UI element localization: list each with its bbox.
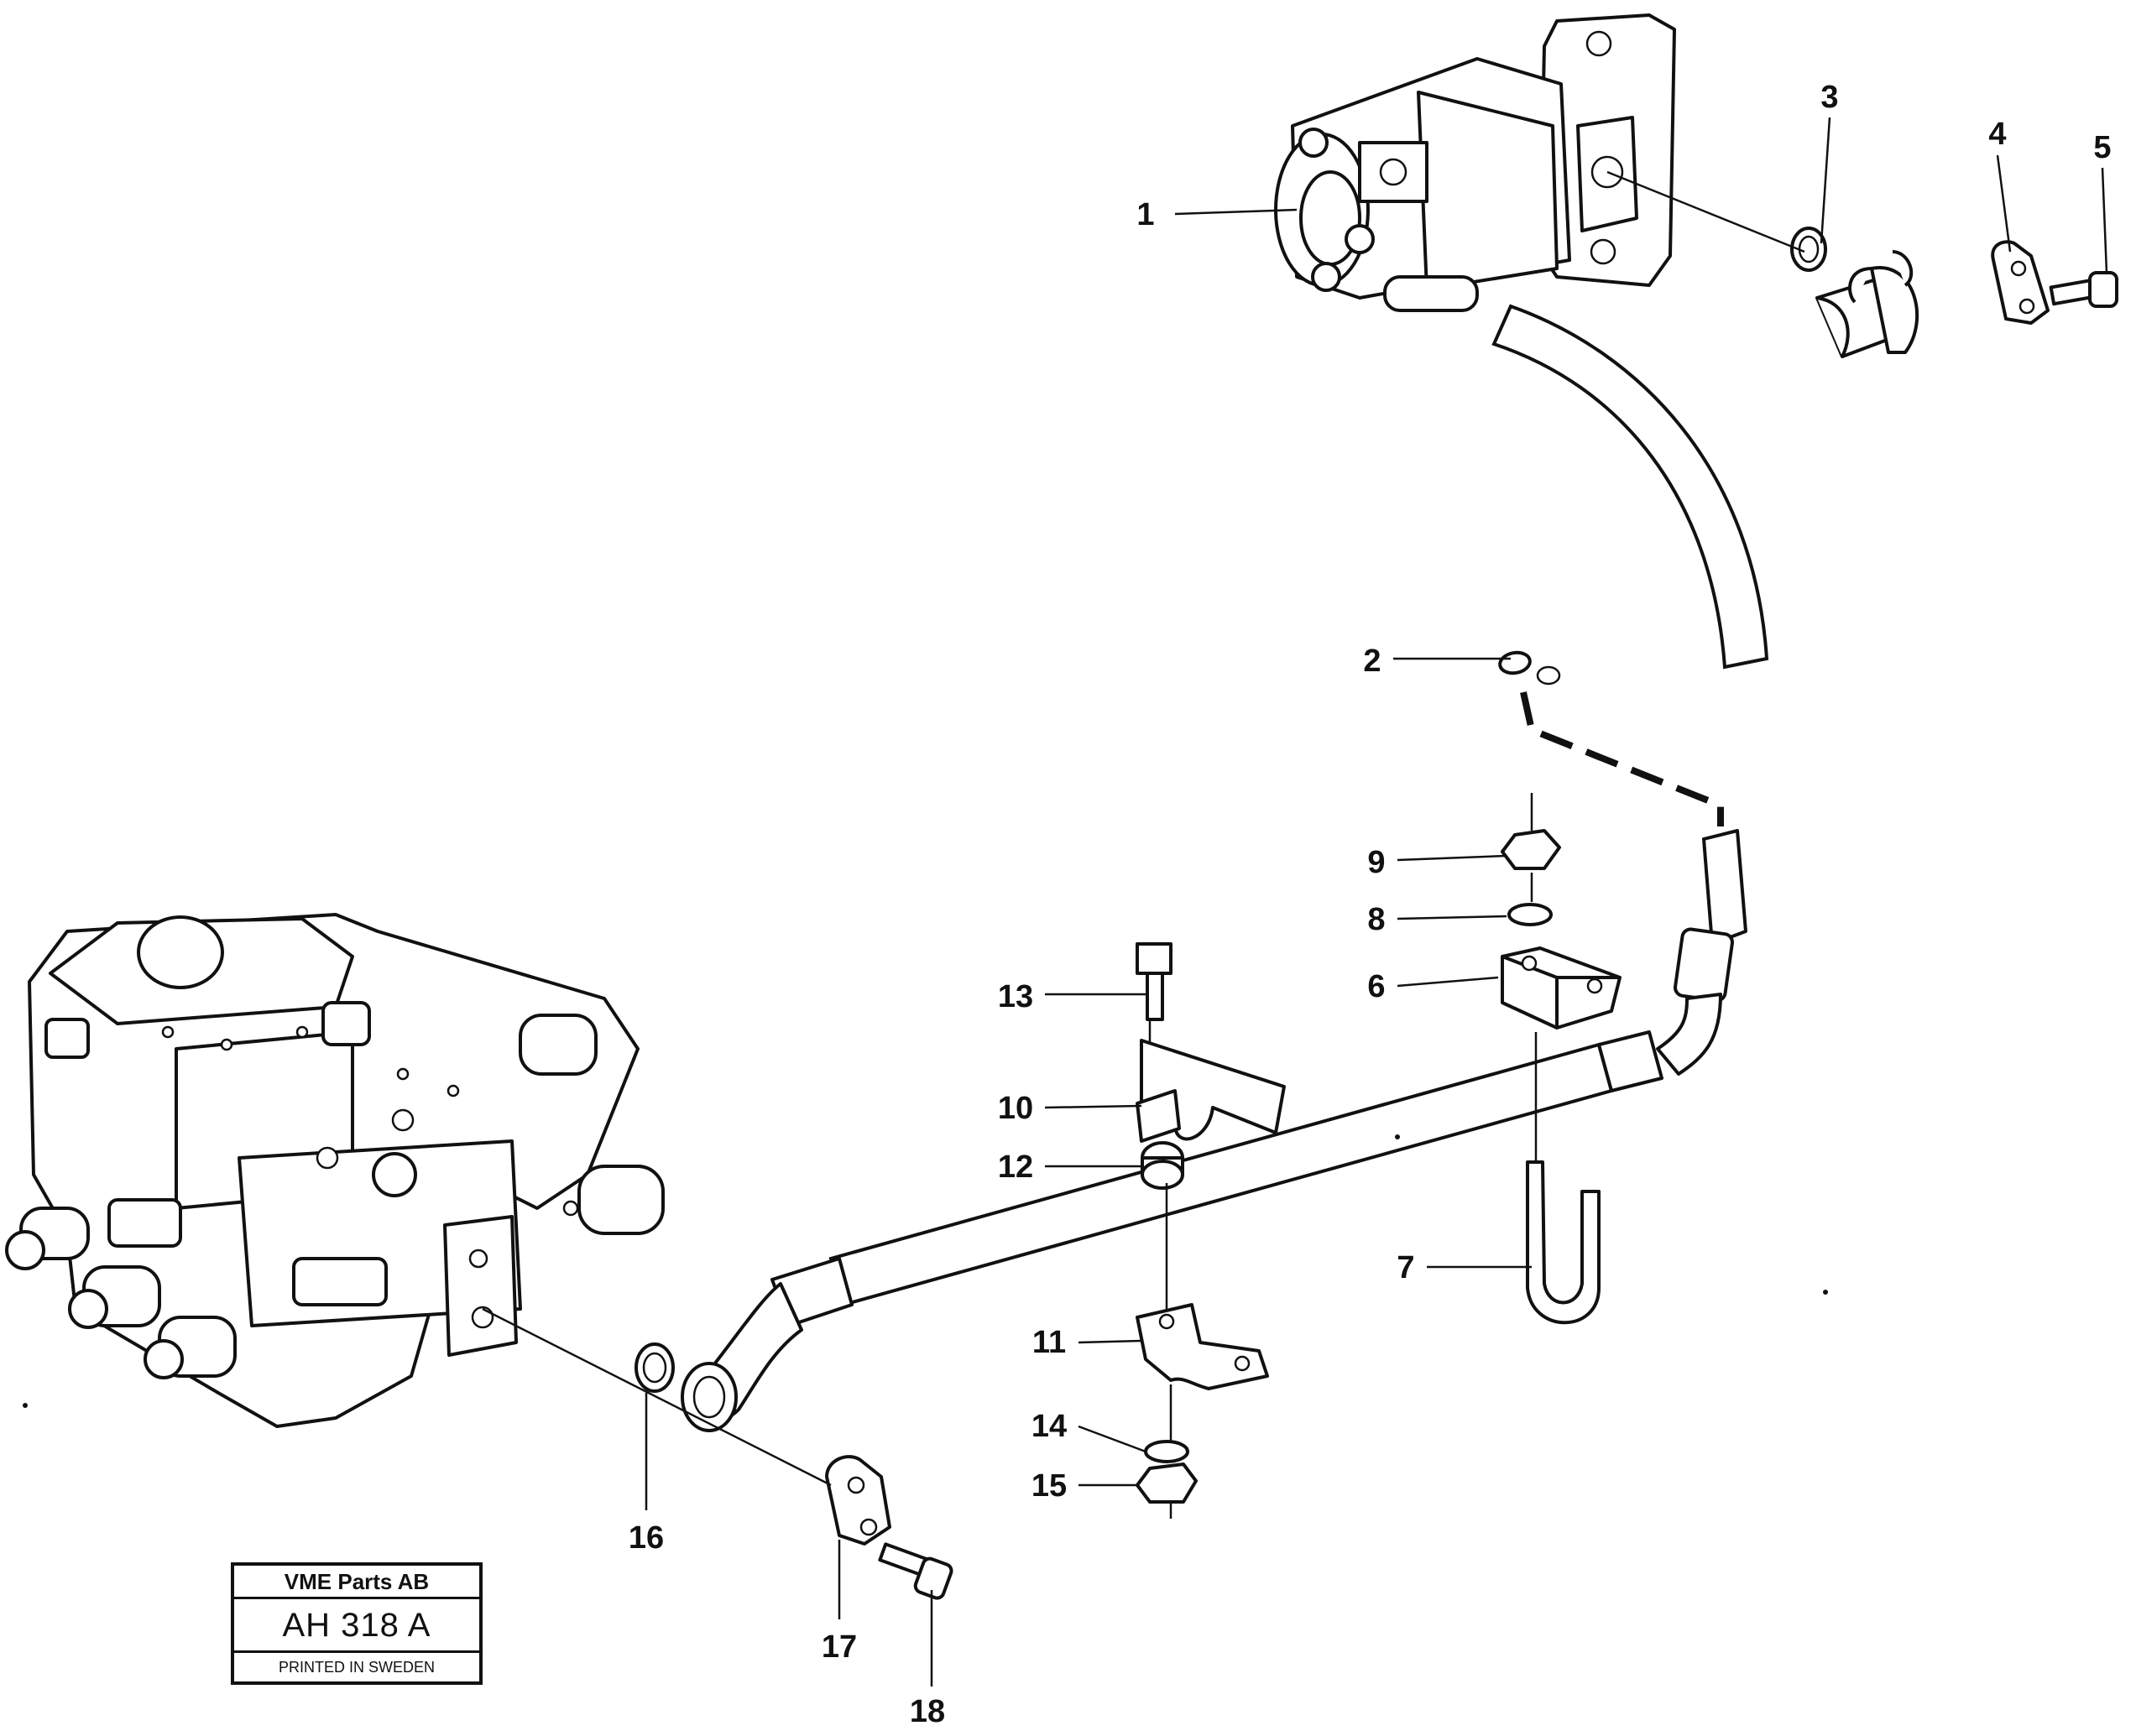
callout-11: 11 <box>1032 1325 1066 1360</box>
callout-1: 1 <box>1136 197 1154 232</box>
company-name: VME Parts AB <box>234 1566 479 1599</box>
washer-lower <box>1144 1440 1189 1463</box>
callout-labels: 1 2 3 4 5 6 7 8 9 10 11 12 13 14 15 16 1… <box>629 80 2112 1729</box>
callout-9: 9 <box>1367 845 1385 880</box>
callout-14: 14 <box>1031 1409 1067 1444</box>
nut-lower <box>1136 1462 1198 1504</box>
callout-17: 17 <box>822 1629 857 1665</box>
nut-upper <box>1501 829 1561 870</box>
lower-pressure-hose <box>681 829 1747 1432</box>
clamp-upper <box>1136 1039 1286 1143</box>
callout-10: 10 <box>998 1091 1033 1126</box>
callout-12: 12 <box>998 1150 1033 1185</box>
upper-pressure-hose <box>1491 250 1919 686</box>
flange-bolt-bottom <box>878 1542 953 1600</box>
callout-18: 18 <box>910 1694 945 1729</box>
u-bolt <box>1526 1160 1601 1325</box>
clamp-bolt <box>1136 942 1172 1021</box>
leader-lines <box>482 117 2108 1686</box>
callout-4: 4 <box>1988 117 2006 152</box>
washer-upper <box>1507 903 1553 926</box>
hydraulic-pump <box>1274 13 1676 312</box>
drawing-number: AH 318 A <box>234 1599 479 1653</box>
callout-3: 3 <box>1820 80 1838 115</box>
callout-7: 7 <box>1397 1250 1414 1285</box>
flange-half-top <box>1991 240 2050 325</box>
flange-bolt-top <box>2049 271 2118 308</box>
callout-8: 8 <box>1367 902 1385 937</box>
control-valve-block <box>5 913 665 1428</box>
printed-note: PRINTED IN SWEDEN <box>278 1659 435 1676</box>
callout-5: 5 <box>2093 130 2111 165</box>
clamp-lower <box>1136 1303 1269 1390</box>
callout-6: 6 <box>1367 969 1385 1004</box>
callout-15: 15 <box>1031 1468 1067 1504</box>
callout-2: 2 <box>1363 644 1381 679</box>
clamp-block <box>1501 946 1622 1030</box>
title-block: VME Parts AB AH 318 A PRINTED IN SWEDEN <box>231 1562 483 1685</box>
flange-half-bottom <box>825 1455 891 1546</box>
callout-13: 13 <box>998 979 1033 1014</box>
callout-16: 16 <box>629 1520 664 1556</box>
